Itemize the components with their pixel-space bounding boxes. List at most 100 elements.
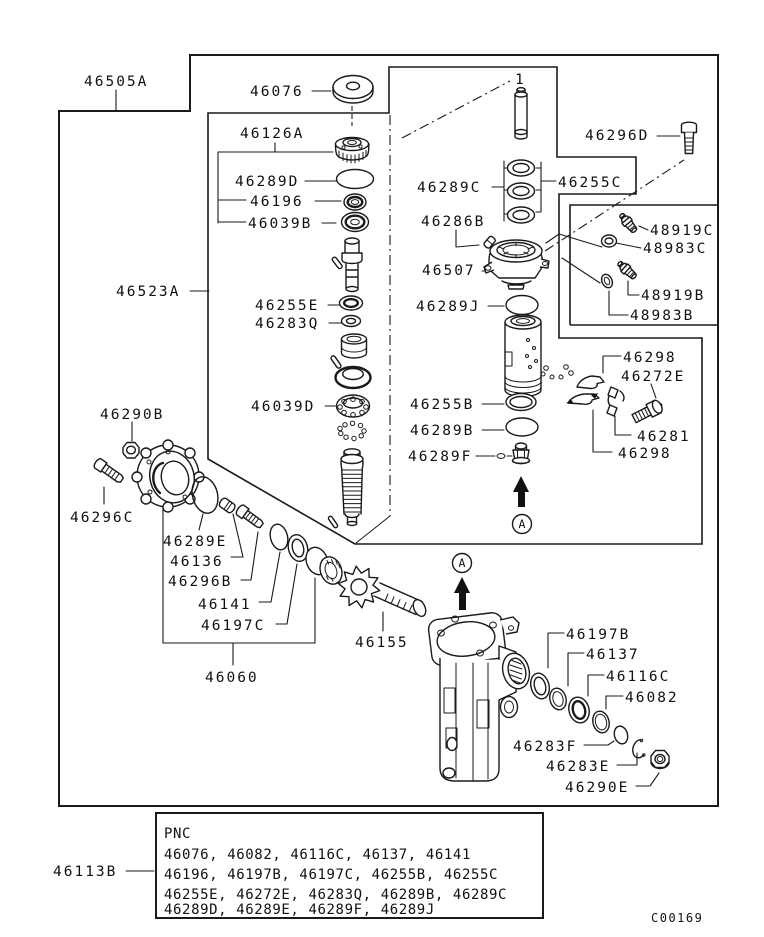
bearing-46039B [340,211,370,233]
part-label-46281: 46281 [637,429,691,445]
part-label-46296D: 46296D [585,128,649,144]
ball-guide-46298-upper [576,375,605,390]
part-label-46076: 46076 [250,84,304,100]
valve-body-parts [483,86,663,507]
fitting-48919C [619,212,638,234]
marker-circle [511,513,533,535]
part-label-46155: 46155 [355,635,409,651]
seal-46197C [287,534,309,562]
frame-lines [58,54,719,919]
part-label-46039B: 46039B [248,216,312,232]
oring-46283F [613,725,629,745]
valve-column-parts [327,74,375,529]
direction-arrow-bottom [454,577,470,610]
part-label-46255C: 46255C [558,175,622,191]
fitting-46289F [496,442,531,465]
ring-46255B [505,392,537,412]
pnc-box: PNC 46076, 46082, 46116C, 46137, 46141 4… [164,826,507,918]
part-label-46298: 46298 [618,446,672,462]
output-shaft-seals [529,672,670,770]
bearing-46039D [335,394,371,418]
nut-46290E [650,749,670,770]
part-label-48983C: 48983C [643,241,707,257]
cap-46126A [334,136,370,164]
housing-46060 [131,439,205,513]
pnc-line-4: 46289D, 46289E, 46289F, 46289J [164,902,435,918]
part-label-48919C: 48919C [650,223,714,239]
oring-46289D [335,168,375,190]
gear-housing [427,577,531,782]
pnc-line-3: 46255E, 46272E, 46283Q, 46289B, 46289C [164,887,507,903]
marker-letter: A [459,556,466,570]
ring-46137 [549,687,567,711]
part-label-46141: 46141 [198,597,252,613]
part-label-46286B: 46286B [421,214,485,230]
part-label-48983B: 48983B [630,308,694,324]
valve-housing-46507 [483,239,550,290]
seal-rings-46289C-46255C [506,159,536,224]
part-label-46289J: 46289J [416,299,480,315]
bolt-46296C [93,458,124,483]
part-label-46113B: 46113B [53,864,117,880]
sleeve-bushing [340,333,368,359]
washer-46076 [332,74,374,104]
part-label-46283F: 46283F [513,739,577,755]
oring-46289J [505,294,539,316]
marker-circle [451,552,473,574]
seal-46197B [529,672,551,700]
marker-letter: A [519,517,526,531]
seal-46116C [568,696,590,724]
part-label-46039D: 46039D [251,399,315,415]
worm-valve-screw [327,448,364,529]
plug-46136 [218,497,236,514]
part-label-46298: 46298 [623,350,677,366]
input-shaft [331,237,363,293]
snapring-46283E [632,738,646,759]
centerlines [351,80,685,544]
part-label-46136: 46136 [170,554,224,570]
roll-pin [330,355,342,369]
recirculating-balls [540,364,574,380]
side-cover-group [93,439,343,585]
view-marker-A: A [511,513,533,535]
part-label-46289D: 46289D [235,174,299,190]
oring-46289E [191,476,219,514]
assembly-group-frame [207,66,703,545]
part-label-46116C: 46116C [606,669,670,685]
part-label-46296B: 46296B [168,574,232,590]
ring-46196 [343,193,367,211]
part-label-46523A: 46523A [116,284,180,300]
race-ring [334,365,372,390]
part-labels: 46505A4607646126A46289D4619646039B46523A… [53,72,714,880]
pnc-line-2: 46196, 46197B, 46197C, 46255B, 46255C [164,867,498,883]
hydraulic-fittings [600,121,698,289]
needle-bearing [305,546,343,585]
ball-guide-46298-lower [566,393,600,405]
plug-46286B [483,235,496,249]
bolt-46272E [631,399,663,424]
oring-46141 [269,523,289,551]
bolt-46296B [235,504,264,529]
pnc-line-1: 46076, 46082, 46116C, 46137, 46141 [164,847,471,863]
figure-code: C00169 [651,911,703,925]
part-label-46505A: 46505A [84,74,148,90]
ring-46082 [592,710,610,734]
ring-46283Q [340,314,362,328]
nut-46290B [122,441,140,459]
part-label-46137: 46137 [586,647,640,663]
pinion-46155 [337,565,427,618]
pnc-box-border [155,812,544,919]
part-label-46289B: 46289B [410,423,474,439]
oring-48983B [600,273,614,289]
part-label-46289F: 46289F [408,449,472,465]
part-label-46289C: 46289C [417,180,481,196]
part-label-46255B: 46255B [410,397,474,413]
part-label-46126A: 46126A [240,126,304,142]
part-label-46283Q: 46283Q [255,316,319,332]
outer-frame [58,54,719,807]
part-label-46296C: 46296C [70,510,134,526]
part-label-46290E: 46290E [565,780,629,796]
part-label-46283E: 46283E [546,759,610,775]
